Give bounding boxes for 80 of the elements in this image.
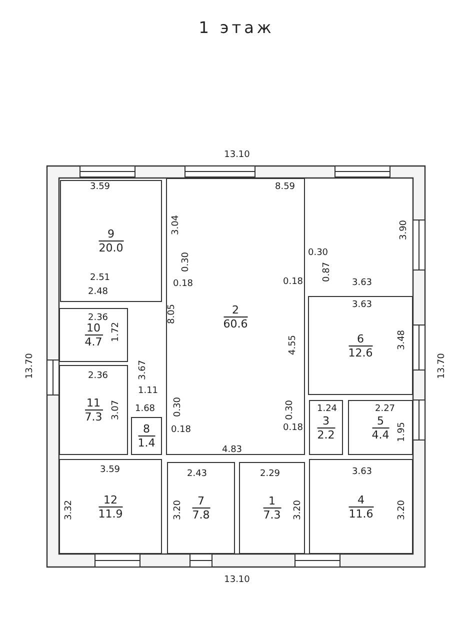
dimension-label: 1.95 <box>397 422 407 442</box>
dimension-label: 3.59 <box>100 465 120 475</box>
room-area: 7.8 <box>192 508 210 522</box>
dimension-label: 3.63 <box>352 300 372 310</box>
dimension-label: 13.70 <box>437 353 447 379</box>
dimension-label: 0.30 <box>181 252 191 272</box>
dimension-label: 2.43 <box>186 469 208 479</box>
dimension-label: 0.87 <box>322 262 332 282</box>
dimension-label: 3.20 <box>397 500 407 520</box>
dimension-label: 3.04 <box>171 214 181 236</box>
room-area: 1.4 <box>138 436 156 450</box>
room-number: 3 <box>317 414 335 428</box>
dimension-label: 1.68 <box>134 404 156 414</box>
dimension-label: 3.48 <box>397 330 407 350</box>
room-area: 60.6 <box>223 317 248 330</box>
room-area: 4.4 <box>372 428 390 441</box>
dimension-label: 8.59 <box>274 182 296 192</box>
room-number: 6 <box>348 332 373 346</box>
dimension-label: 3.59 <box>90 182 110 192</box>
room <box>60 180 162 302</box>
dimension-label: 0.18 <box>170 425 192 435</box>
dimension-label: 3.63 <box>352 467 372 477</box>
room-number: 7 <box>192 494 210 508</box>
room-area: 20.0 <box>98 242 124 254</box>
dimension-label: 0.30 <box>285 400 295 420</box>
dimension-label: 0.18 <box>172 279 194 289</box>
room <box>131 417 162 455</box>
room-number: 8 <box>138 422 156 436</box>
dimension-label: 0.30 <box>308 248 328 258</box>
dimension-label: 13.10 <box>224 575 250 585</box>
room-area: 11.6 <box>348 507 374 520</box>
dimension-label: 0.18 <box>282 423 304 433</box>
dimension-label: 0.18 <box>282 277 304 287</box>
room-number: 11 <box>84 396 102 410</box>
dimension-label: 0.30 <box>173 396 183 418</box>
dimension-label: 3.20 <box>293 500 303 520</box>
room <box>59 365 128 455</box>
room <box>308 296 413 395</box>
room-number: 10 <box>84 322 102 336</box>
room-number: 4 <box>348 493 374 507</box>
dimension-label: 2.51 <box>90 273 110 283</box>
dimension-label: 8.05 <box>167 304 177 324</box>
room-area: 7.3 <box>84 410 102 424</box>
room <box>348 400 413 455</box>
dimension-label: 4.55 <box>288 334 298 356</box>
dimension-label: 2.27 <box>374 404 396 414</box>
room-area: 12.6 <box>348 346 373 359</box>
room-area: 7.3 <box>263 508 281 522</box>
room <box>239 462 305 554</box>
dimension-label: 1.72 <box>111 322 121 342</box>
dimension-label: 4.83 <box>222 445 242 455</box>
room <box>309 459 413 554</box>
dimension-label: 1.11 <box>138 386 158 396</box>
dimension-label: 3.32 <box>64 500 74 520</box>
room-number: 1 <box>263 494 281 508</box>
room <box>59 459 162 554</box>
dimension-label: 3.20 <box>173 500 183 520</box>
dimension-label: 3.63 <box>352 278 372 288</box>
dimension-label: 3.67 <box>138 360 148 380</box>
room <box>166 178 305 455</box>
room-area: 4.7 <box>84 336 102 348</box>
room <box>167 462 235 554</box>
dimension-label: 1.24 <box>316 404 338 414</box>
dimension-label: 2.29 <box>260 469 280 479</box>
room-number: 2 <box>223 303 248 317</box>
room-number: 12 <box>98 493 123 507</box>
dimension-label: 2.36 <box>88 313 108 323</box>
room-number: 9 <box>98 228 124 242</box>
dimension-label: 2.36 <box>88 371 108 381</box>
room <box>309 400 343 455</box>
dimension-label: 3.90 <box>399 220 409 240</box>
dimension-label: 3.07 <box>111 400 121 420</box>
dimension-label: 2.48 <box>88 287 108 297</box>
dimension-label: 13.70 <box>25 353 35 379</box>
room-area: 2.2 <box>317 428 335 441</box>
dimension-label: 13.10 <box>224 150 250 160</box>
room <box>59 308 128 362</box>
room-number: 5 <box>372 414 390 428</box>
floor-title: 1 этаж <box>198 18 276 37</box>
room-area: 11.9 <box>98 507 123 520</box>
